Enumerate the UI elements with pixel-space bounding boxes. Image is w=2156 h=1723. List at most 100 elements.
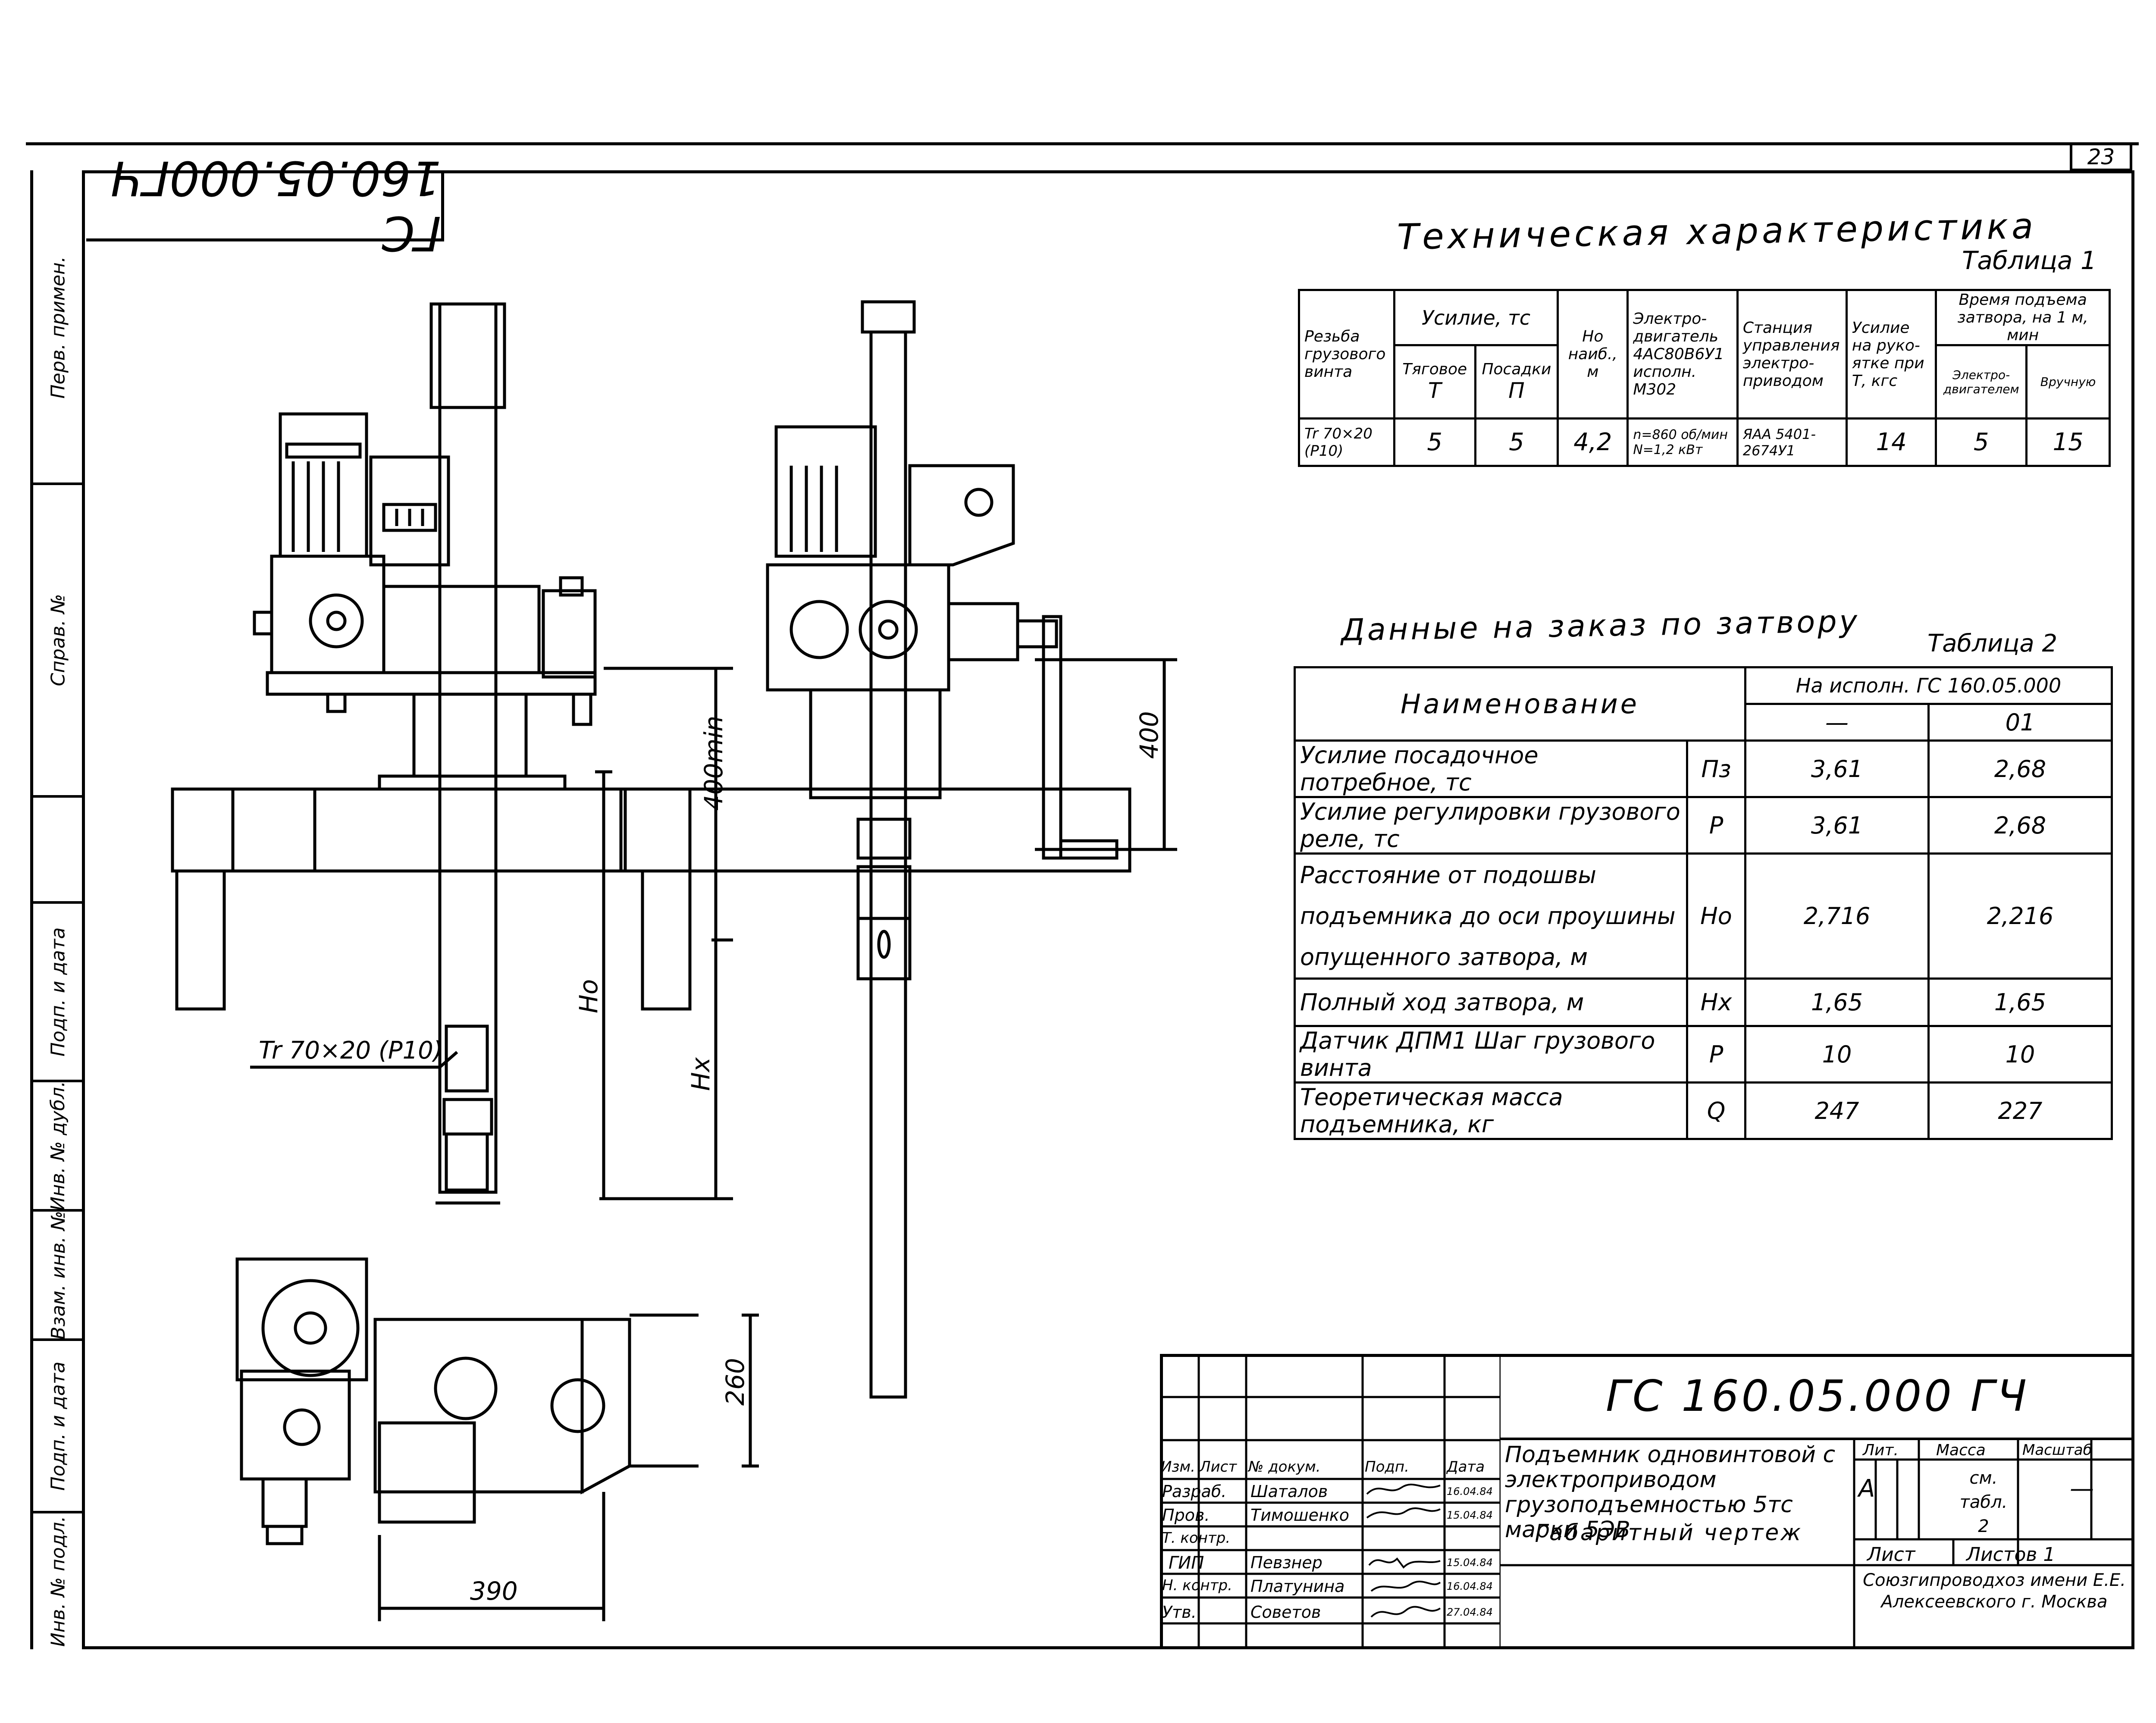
tb-doc-type: Габаритный чертеж	[1535, 1520, 1803, 1546]
tb-role-1: Пров.	[1162, 1506, 1210, 1525]
t2-h-name: Наименование	[1294, 666, 1746, 742]
t2-row-5-sym: Q	[1686, 1081, 1746, 1140]
tb-role-0: Разраб.	[1162, 1482, 1227, 1501]
t2-row-4-a: 10	[1744, 1025, 1930, 1084]
tb-role-5: Утв.	[1162, 1603, 1197, 1622]
t2-h-col-a: —	[1744, 703, 1930, 742]
t2-row-5-name: Теоретическая масса подъемника, кг	[1294, 1081, 1688, 1140]
t1-h-motor: Электро-двигатель 4АС80В6У1 исполн. М302	[1626, 289, 1739, 420]
t2-row-0-sym: Пз	[1686, 739, 1746, 798]
tb-info-grid	[1501, 1440, 2134, 1649]
tb-code-cell: ГС 160.05.000 ГЧ	[1501, 1354, 2134, 1440]
t1-h-thread: Резьба грузового винта	[1298, 289, 1395, 420]
tb-lit-label: Лит.	[1863, 1441, 1899, 1459]
t1-traction: 5	[1393, 417, 1476, 467]
t1-h-station: Станция управления электро-приводом	[1736, 289, 1848, 420]
t2-row-4-sym: Р	[1686, 1025, 1746, 1084]
t2-row-3-b: 1,65	[1927, 977, 2113, 1027]
table2-caption: Таблица 2	[1927, 630, 2058, 658]
tb-name-5: Советов	[1250, 1603, 1321, 1622]
tb-h-list: Лист	[1200, 1458, 1237, 1476]
t1-h-height: Hо наиб., м	[1557, 289, 1629, 420]
t1-thread: Tr 70×20 (P10)	[1298, 417, 1395, 467]
sheet-top-line	[26, 142, 2139, 145]
dim-260: 260	[721, 1358, 750, 1406]
t2-row-0-a: 3,61	[1744, 739, 1930, 798]
t2-row-1-a: 3,61	[1744, 796, 1930, 855]
t1-h-time-manual: Вручную	[2025, 344, 2111, 420]
table1: Резьба грузового винта Усилие, тс Hо наи…	[1298, 289, 2111, 467]
front-view	[171, 302, 1131, 1205]
t2-row-3-sym: Hх	[1686, 977, 1746, 1027]
tb-h-izm: Изм.	[1161, 1458, 1195, 1476]
stamp-sprav-no: Справ. №	[32, 485, 84, 798]
t2-h-exec: На исполн. ГС 160.05.000	[1744, 666, 2113, 705]
t1-time-electric: 5	[1935, 417, 2028, 467]
t2-row-2-sym: Hо	[1686, 852, 1746, 980]
tb-name-3: Певзнер	[1250, 1553, 1322, 1572]
table1-caption: Таблица 1	[1962, 246, 2096, 275]
t1-h-traction: Тяговое Т	[1393, 344, 1476, 420]
tb-name-0: Шаталов	[1250, 1482, 1328, 1501]
stamp-podp-data-1: Подп. и дата	[32, 901, 84, 1082]
dim-400: 400	[1134, 711, 1164, 759]
tb-code: ГС 160.05.000 ГЧ	[1606, 1370, 2029, 1421]
tb-date-5: 27.04.84	[1447, 1606, 1493, 1618]
dim-400min: 400min	[699, 716, 728, 811]
t2-row-4-name: Датчик ДПМ1 Шаг грузового винта	[1294, 1025, 1688, 1084]
stamp-podp-data-2: Подп. и дата	[32, 1341, 84, 1513]
plan-view	[235, 1257, 759, 1621]
tb-name: Подъемник одновинтовой с электроприводом…	[1505, 1442, 1836, 1543]
t2-row-3-name: Полный ход затвора, м	[1294, 977, 1688, 1027]
t2-h-col-b: 01	[1927, 703, 2113, 742]
tb-h-date: Дата	[1447, 1458, 1485, 1476]
stamp-perv-primen: Перв. примен.	[32, 172, 84, 485]
t1-time-manual: 15	[2025, 417, 2111, 467]
tb-role-2: Т. контр.	[1162, 1529, 1231, 1547]
t1-h-time-electric: Электро-двигателем	[1935, 344, 2028, 420]
tb-org: Союзгипроводхоз имени Е.Е. Алексеевского…	[1863, 1570, 2126, 1612]
signatures	[1366, 1483, 1441, 1618]
t2-row-0-b: 2,68	[1927, 739, 2113, 798]
t2-row-1-name: Усилие регулировки грузового реле, тс	[1294, 796, 1688, 855]
tb-date-3: 15.04.84	[1447, 1557, 1493, 1569]
side-stamp-column	[30, 170, 85, 1649]
t1-height: 4,2	[1557, 417, 1629, 467]
page-number: 23	[2087, 144, 2115, 169]
t2-row-1-sym: Р	[1686, 796, 1746, 855]
tb-lit-value: А	[1858, 1475, 1875, 1503]
tb-name-4: Платунина	[1250, 1577, 1345, 1596]
tb-sheets-label: Листов 1	[1966, 1544, 2056, 1566]
tb-date-4: 16.04.84	[1447, 1580, 1493, 1592]
t2-row-3-a: 1,65	[1744, 977, 1930, 1027]
t1-h-force: Усилие, тс	[1393, 289, 1559, 346]
t2-row-4-b: 10	[1927, 1025, 2113, 1084]
tb-role-4: Н. контр.	[1162, 1577, 1232, 1594]
dim-hx: Hх	[686, 1057, 715, 1091]
thread-label: Tr 70×20 (P10)	[259, 1037, 443, 1065]
dim-ho: Hо	[574, 979, 603, 1013]
t2-row-5-a: 247	[1744, 1081, 1930, 1140]
t2-row-2-name: Расстояние от подошвы подъемника до оси …	[1294, 852, 1688, 980]
tb-mass-value: см. табл. 2	[1959, 1468, 2008, 1536]
tb-role-3: ГИП	[1169, 1553, 1204, 1573]
t2-row-0-name: Усилие посадочное потребное, тс	[1294, 739, 1688, 798]
t2-row-5-b: 227	[1927, 1081, 2113, 1140]
t1-landing: 5	[1474, 417, 1559, 467]
t1-h-time: Время подъема затвора, на 1 м, мин	[1935, 289, 2111, 346]
t1-station: ЯАА 5401-2674У1	[1736, 417, 1848, 467]
t1-handle: 14	[1845, 417, 1937, 467]
mirrored-code-box: ГС 160.05.000ГЧ	[86, 150, 444, 261]
stamp-vzam-inv: Взам. инв. №	[32, 1211, 84, 1341]
t1-motor: n=860 об/мин N=1,2 кВт	[1626, 417, 1739, 467]
stamp-inv-dubl: Инв. № дубл.	[32, 1081, 84, 1212]
t2-row-1-b: 2,68	[1927, 796, 2113, 855]
t2-row-2-b: 2,216	[1927, 852, 2113, 980]
tb-h-sign: Подп.	[1365, 1458, 1409, 1476]
tb-date-1: 15.04.84	[1447, 1509, 1493, 1521]
table2: Наименование На исполн. ГС 160.05.000 — …	[1294, 666, 2113, 1140]
tb-name-1: Тимошенко	[1250, 1506, 1350, 1525]
revision-grid	[1160, 1354, 1501, 1649]
t2-row-2-a: 2,716	[1744, 852, 1930, 980]
